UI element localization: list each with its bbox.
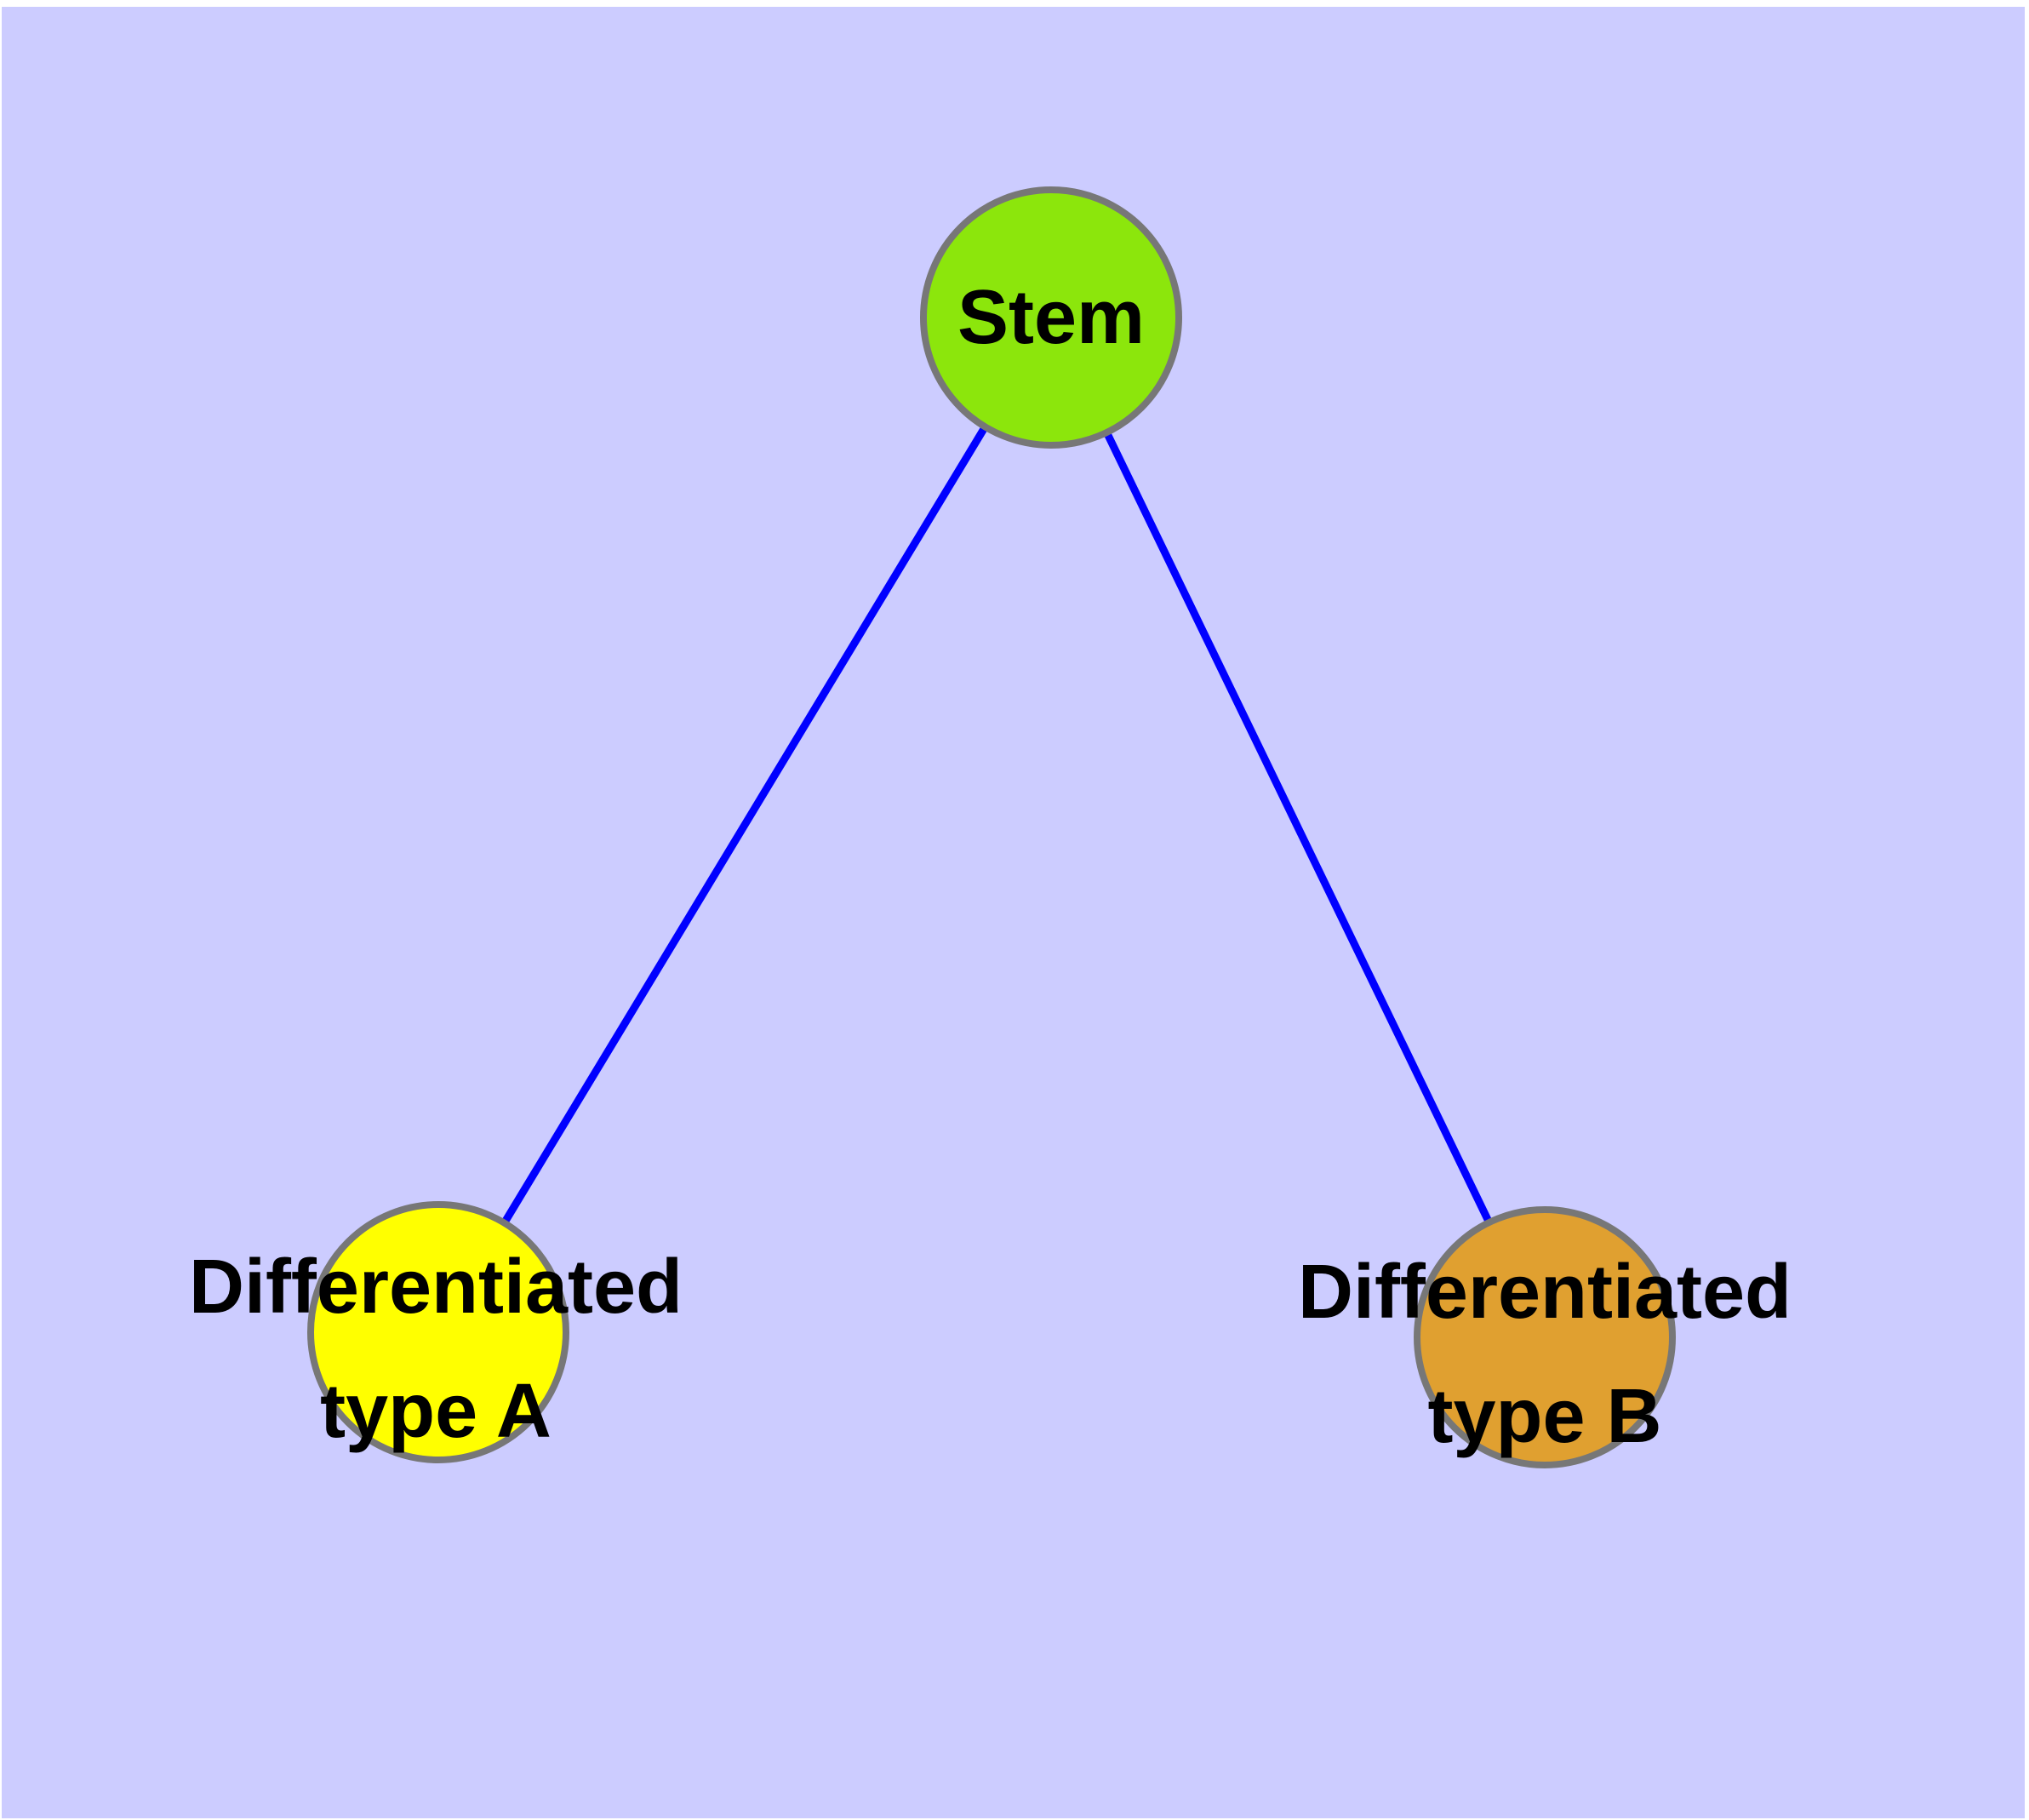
- node-type-b-circle: [1414, 1206, 1676, 1468]
- node-stem-circle: [920, 186, 1182, 449]
- node-type-a-circle: [307, 1201, 569, 1463]
- edge-stem-to-type-a: [435, 315, 1055, 1335]
- edge-stem-to-type-b: [1047, 316, 1549, 1339]
